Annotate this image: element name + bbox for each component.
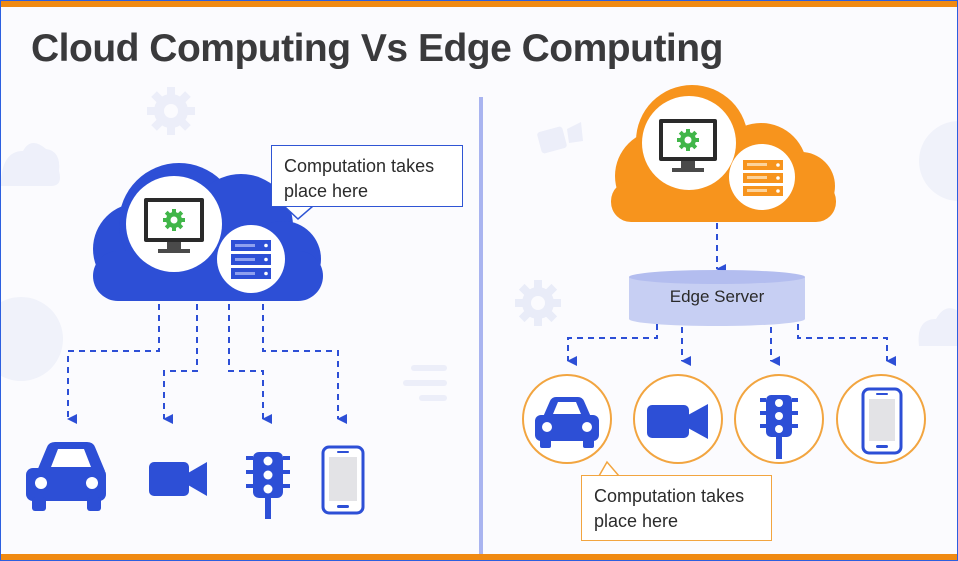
top-accent-bar xyxy=(1,1,957,7)
video-camera-icon xyxy=(647,404,708,439)
faint-circle xyxy=(919,121,957,201)
faint-lines xyxy=(403,365,447,401)
edge-server-label: Edge Server xyxy=(669,287,765,306)
cloud-to-device-connectors xyxy=(67,304,347,424)
traffic-light-icon xyxy=(760,395,798,459)
edge-computing-cloud xyxy=(611,85,836,222)
faint-circle xyxy=(1,297,63,381)
faint-gear-icon xyxy=(147,87,195,135)
callout-pointer xyxy=(598,460,620,477)
center-divider xyxy=(479,97,483,555)
edge-server-node xyxy=(629,270,805,326)
server-rack-icon xyxy=(743,160,783,196)
monitor-gear-icon xyxy=(144,198,204,253)
car-icon xyxy=(535,397,599,448)
faint-cloud-icon xyxy=(1,142,60,186)
car-icon xyxy=(26,442,106,511)
cloud-computation-callout: Computation takes place here xyxy=(271,145,463,207)
faint-camera-icon xyxy=(537,122,583,154)
callout-pointer xyxy=(283,205,314,221)
page-title: Cloud Computing Vs Edge Computing xyxy=(31,27,723,70)
traffic-light-icon xyxy=(246,452,290,519)
bottom-accent-bar xyxy=(1,554,957,560)
monitor-gear-icon xyxy=(659,119,717,172)
background-decorations xyxy=(1,87,957,401)
server-rack-icon xyxy=(231,240,271,279)
smartphone-icon xyxy=(861,387,903,455)
edge-computation-callout: Computation takes place here xyxy=(581,475,772,541)
faint-gear-icon xyxy=(515,280,561,326)
video-camera-icon xyxy=(149,462,207,496)
faint-cloud-icon xyxy=(918,308,957,346)
edge-server-to-device-connectors xyxy=(567,324,896,366)
smartphone-icon xyxy=(321,445,365,515)
